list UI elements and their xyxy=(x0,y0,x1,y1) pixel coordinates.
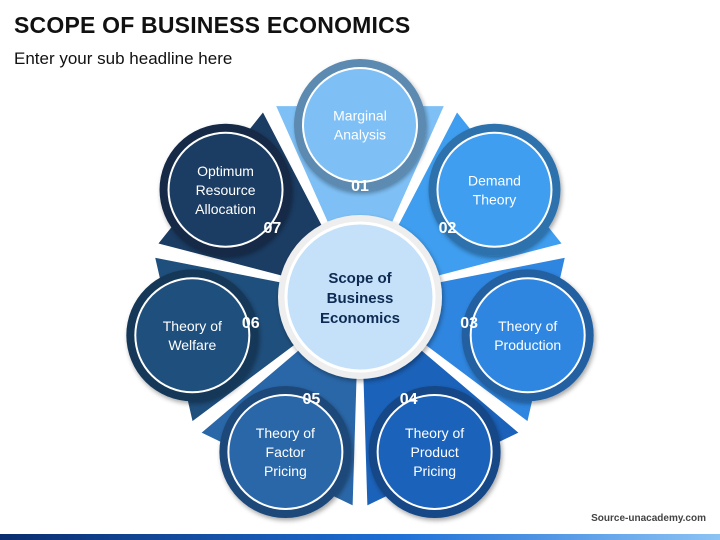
item-number: 01 xyxy=(351,178,369,195)
hub-label: Business xyxy=(327,290,394,307)
item-label: Theory of xyxy=(405,425,464,441)
item-inner-circle xyxy=(378,395,491,508)
page-subtitle: Enter your sub headline here xyxy=(14,49,233,68)
item-03: Theory of Production xyxy=(461,269,594,402)
item-inner-circle xyxy=(304,69,416,181)
hub-circle xyxy=(284,221,436,373)
item-number: 04 xyxy=(400,391,418,408)
item-label: Allocation xyxy=(195,201,256,217)
item-label: Marginal xyxy=(333,108,387,124)
item-inner-circle xyxy=(471,279,584,392)
item-label: Pricing xyxy=(413,463,456,479)
item-label: Resource xyxy=(196,182,256,198)
item-number: 03 xyxy=(460,315,478,332)
item-number: 05 xyxy=(303,391,321,408)
item-label: Demand xyxy=(468,172,521,188)
source-credit: Source-unacademy.com xyxy=(591,513,706,524)
item-label: Pricing xyxy=(264,463,307,479)
item-label: Product xyxy=(411,444,459,460)
hub-label: Economics xyxy=(320,310,400,327)
item-inner-circle xyxy=(438,133,551,246)
item-label: Optimum xyxy=(197,163,254,179)
item-inner-circle xyxy=(169,133,282,246)
item-number: 02 xyxy=(439,220,457,237)
item-06: Theory of Welfare xyxy=(126,269,259,402)
item-label: Production xyxy=(494,337,561,353)
bottom-accent-bar xyxy=(0,534,720,540)
item-number: 07 xyxy=(264,220,282,237)
page-title: SCOPE OF BUSINESS ECONOMICS xyxy=(14,12,411,38)
item-label: Theory xyxy=(473,191,517,207)
item-number: 06 xyxy=(242,315,260,332)
item-label: Factor xyxy=(266,444,306,460)
item-label: Welfare xyxy=(168,337,216,353)
item-inner-circle xyxy=(229,395,342,508)
item-label: Theory of xyxy=(498,318,557,334)
item-label: Theory of xyxy=(163,318,222,334)
hub-label: Scope of xyxy=(328,270,392,287)
item-label: Theory of xyxy=(256,425,315,441)
item-inner-circle xyxy=(136,279,249,392)
item-label: Analysis xyxy=(334,127,386,143)
